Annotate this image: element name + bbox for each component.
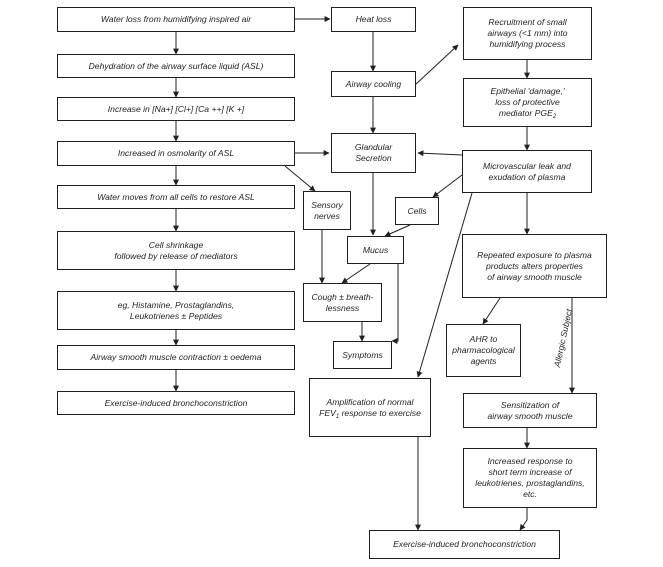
arrow-cells-mucus bbox=[384, 224, 411, 237]
box-water-moves: Water moves from all cells to restore AS… bbox=[57, 185, 295, 209]
box-dehydration: Dehydration of the airway surface liquid… bbox=[57, 54, 295, 78]
box-microvascular: Microvascular leak and exudation of plas… bbox=[462, 150, 592, 193]
box-sensory: Sensory nerves bbox=[303, 191, 351, 230]
arrow-response-eib bbox=[519, 508, 528, 531]
box-ahr: AHR to pharmacological agents bbox=[446, 324, 521, 377]
arrow-mucus-cough bbox=[341, 263, 371, 284]
arrow-osmolarity-sensory bbox=[284, 165, 316, 192]
box-increase-ions: Increase in [Na+] [Cl+] [Ca ++] [K +] bbox=[57, 97, 295, 121]
box-recruitment: Recruitment of small airways (<1 mm) int… bbox=[463, 7, 592, 60]
box-mucus: Mucus bbox=[347, 236, 404, 264]
box-increased-response: Increased response to short term increas… bbox=[463, 448, 597, 508]
arrow-repeated-ahr bbox=[482, 297, 501, 325]
box-eib-bottom: Exercise-induced bronchoconstriction bbox=[369, 530, 560, 559]
amplification-subscript: 1 bbox=[335, 413, 340, 420]
box-mediators: eg, Histamine, Prostaglandins, Leukotrie… bbox=[57, 291, 295, 330]
box-cell-shrinkage: Cell shrinkage followed by release of me… bbox=[57, 231, 295, 270]
box-amplification: Amplification of normal FEV1 response to… bbox=[309, 378, 431, 437]
box-smooth-contraction: Airway smooth muscle contraction ± oedem… bbox=[57, 345, 295, 370]
box-cells: Cells bbox=[395, 197, 439, 225]
epithelial-subscript: 2 bbox=[552, 114, 557, 120]
arrow-microvascular-glandular bbox=[417, 150, 463, 157]
box-epithelial: Epithelial 'damage,' loss of protective … bbox=[463, 78, 592, 127]
arrow-microvascular-cells bbox=[432, 174, 463, 198]
box-repeated: Repeated exposure to plasma products alt… bbox=[462, 234, 607, 298]
epithelial-text: Epithelial 'damage,' loss of protective … bbox=[490, 86, 565, 118]
arrow-mucus-symptoms bbox=[391, 264, 399, 344]
box-osmolarity: Increased in osmolarity of ASL bbox=[57, 141, 295, 166]
box-symptoms: Symptoms bbox=[333, 341, 392, 369]
box-water-loss: Water loss from humidifying inspired air bbox=[57, 7, 295, 32]
box-cough: Cough ± breath- lessness bbox=[303, 283, 382, 322]
box-airway-cooling: Airway cooling bbox=[331, 71, 416, 97]
box-eib-left: Exercise-induced bronchoconstriction bbox=[57, 391, 295, 415]
box-sensitization: Sensitization of airway smooth muscle bbox=[463, 393, 597, 428]
arrow-microvascular-amplification bbox=[416, 192, 473, 378]
arrow-cooling-recruitment bbox=[414, 44, 459, 86]
box-heat-loss: Heat loss bbox=[331, 7, 416, 32]
box-glandular: Glandular Secretion bbox=[331, 133, 416, 173]
amplification-text: Amplification of normal FEV bbox=[319, 396, 414, 418]
amplification-text-tail: response to exercise bbox=[339, 407, 421, 418]
